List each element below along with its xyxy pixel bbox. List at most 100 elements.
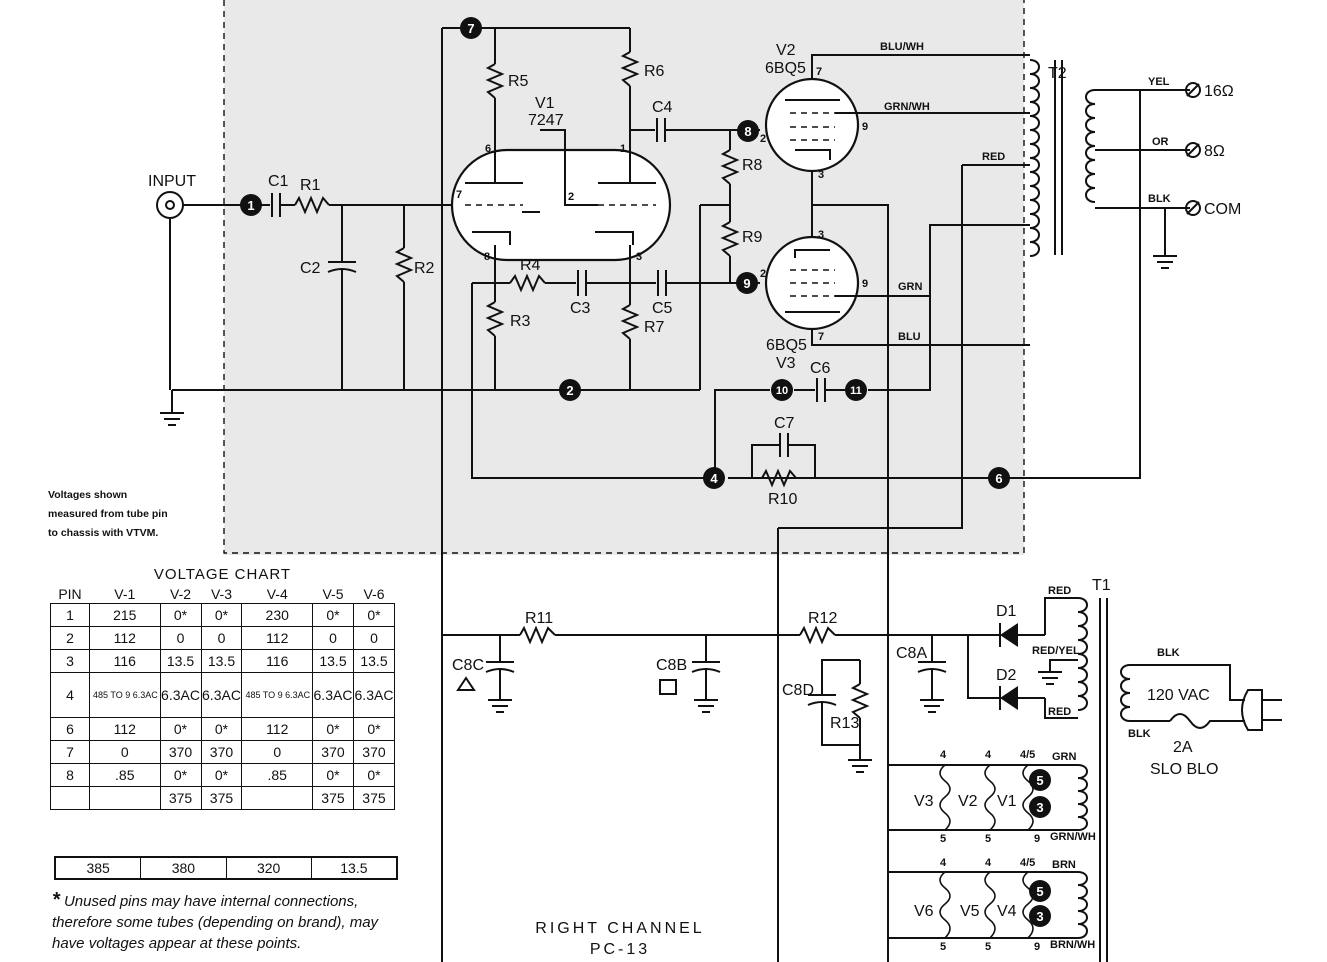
svg-text:D2: D2 bbox=[996, 667, 1017, 684]
diode-d2: D2 bbox=[996, 667, 1045, 710]
pin-cell: 2 bbox=[50, 626, 90, 650]
pin-cell: 7 bbox=[50, 740, 90, 764]
svg-text:7: 7 bbox=[467, 21, 474, 36]
voltage-cell bbox=[89, 786, 161, 810]
capacitor-c8b: C8B bbox=[656, 635, 721, 700]
voltage-cell: 0* bbox=[159, 603, 202, 627]
capacitor-c2: C2 bbox=[300, 205, 357, 390]
node-4: 4 bbox=[703, 467, 725, 489]
svg-text:4: 4 bbox=[710, 471, 718, 486]
capacitor-c7: C7 bbox=[751, 415, 816, 478]
ground-symbol bbox=[488, 699, 944, 773]
svg-text:C2: C2 bbox=[300, 260, 321, 277]
voltage-cell: 375 bbox=[159, 786, 202, 810]
voltage-cell: 0* bbox=[312, 717, 354, 741]
ac-plug-icon bbox=[1241, 689, 1282, 731]
svg-text:5: 5 bbox=[940, 941, 946, 953]
svg-text:R2: R2 bbox=[414, 260, 435, 277]
svg-text:V3: V3 bbox=[914, 793, 934, 810]
svg-text:YEL: YEL bbox=[1148, 76, 1170, 88]
svg-text:5: 5 bbox=[985, 941, 991, 953]
ground-symbol bbox=[1038, 671, 1062, 685]
capacitor-c8c: C8C bbox=[452, 635, 515, 700]
input-label: INPUT bbox=[148, 173, 196, 190]
svg-text:9: 9 bbox=[1034, 941, 1040, 953]
voltage-chart: VOLTAGE CHART PIN V-1 V-2 V-3 V-4 V-5 V-… bbox=[50, 566, 396, 810]
output-8-ohm-terminal: 8Ω bbox=[1185, 142, 1225, 160]
voltage-cell: 13.5 bbox=[312, 649, 354, 673]
voltage-summary-row: 385 380 320 13.5 bbox=[54, 856, 398, 880]
svg-text:9: 9 bbox=[862, 278, 868, 290]
svg-text:OR: OR bbox=[1152, 136, 1169, 148]
resistor-r8: R8 bbox=[720, 130, 763, 185]
summary-cell: 320 bbox=[227, 858, 312, 878]
svg-text:R5: R5 bbox=[508, 73, 529, 90]
svg-text:R1: R1 bbox=[300, 177, 321, 194]
voltage-cell: 0 bbox=[312, 626, 354, 650]
svg-text:3: 3 bbox=[818, 229, 824, 241]
svg-text:BLU/WH: BLU/WH bbox=[880, 41, 924, 53]
svg-text:11: 11 bbox=[850, 385, 862, 397]
voltage-cell: .85 bbox=[241, 763, 313, 787]
svg-text:GRN/WH: GRN/WH bbox=[1050, 831, 1096, 843]
svg-text:RED: RED bbox=[1048, 706, 1071, 718]
svg-text:8: 8 bbox=[484, 251, 490, 263]
svg-text:3: 3 bbox=[1036, 909, 1043, 924]
svg-text:RED: RED bbox=[1048, 585, 1071, 597]
svg-text:V1: V1 bbox=[535, 95, 555, 112]
output-16-ohm-terminal: 16Ω bbox=[1185, 82, 1234, 100]
input-jack: INPUT bbox=[148, 173, 250, 390]
voltage-cell: 0* bbox=[352, 717, 396, 741]
resistor-r5: R5 bbox=[485, 28, 529, 150]
pin-cell: 8 bbox=[50, 763, 90, 787]
voltage-cell: 0* bbox=[312, 763, 354, 787]
svg-text:C7: C7 bbox=[774, 415, 795, 432]
svg-text:2: 2 bbox=[568, 191, 574, 203]
voltage-cell: 0 bbox=[200, 626, 243, 650]
voltage-cell: 112 bbox=[89, 717, 161, 741]
capacitor-c8a: C8A bbox=[896, 635, 947, 700]
svg-text:V2: V2 bbox=[776, 42, 796, 59]
svg-text:BLK: BLK bbox=[1128, 728, 1151, 740]
svg-text:GRN: GRN bbox=[898, 281, 923, 293]
svg-text:V5: V5 bbox=[960, 903, 980, 920]
pc-board-outline bbox=[223, 0, 1025, 554]
svg-text:5: 5 bbox=[1036, 884, 1043, 899]
voltage-chart-title: VOLTAGE CHART bbox=[153, 566, 292, 583]
svg-text:BLK: BLK bbox=[1148, 193, 1171, 205]
node-8: 8 bbox=[737, 120, 759, 142]
svg-text:R10: R10 bbox=[768, 491, 797, 508]
voltage-cell bbox=[241, 786, 313, 810]
voltage-cell: 0* bbox=[352, 763, 396, 787]
svg-text:C5: C5 bbox=[652, 300, 673, 317]
svg-text:3: 3 bbox=[818, 169, 824, 181]
voltage-chart-header: PIN V-1 V-2 V-3 V-4 V-5 V-6 bbox=[58, 586, 385, 602]
transformer-t2: T2 bbox=[1029, 59, 1096, 257]
resistor-r9: R9 bbox=[720, 205, 763, 257]
node-5: 5 bbox=[1029, 769, 1051, 791]
pin-cell: 1 bbox=[50, 603, 90, 627]
voltage-cell: 13.5 bbox=[159, 649, 202, 673]
svg-text:BLK: BLK bbox=[1157, 647, 1180, 659]
capacitor-c1: C1 bbox=[268, 173, 289, 217]
resistor-r10: R10 bbox=[761, 468, 797, 508]
resistor-r13: R13 bbox=[830, 660, 870, 760]
heater-string-2: V6 V5 V4 4 4 4/5 BRN 5 5 9 BRN/WH bbox=[888, 857, 1095, 953]
svg-text:8Ω: 8Ω bbox=[1204, 143, 1225, 160]
svg-text:R6: R6 bbox=[644, 63, 665, 80]
resistor-r4: R4 bbox=[509, 257, 546, 293]
footnote: * Unused pins may have internal connecti… bbox=[52, 890, 412, 954]
voltage-cell: 112 bbox=[241, 626, 313, 650]
svg-text:BRN/WH: BRN/WH bbox=[1050, 939, 1095, 951]
tube-v2: V2 6BQ5 7 2 9 3 bbox=[760, 42, 868, 181]
svg-text:16Ω: 16Ω bbox=[1204, 83, 1234, 100]
voltage-cell: 485 TO 9 6.3AC bbox=[89, 672, 161, 718]
svg-text:4: 4 bbox=[940, 749, 947, 761]
voltage-cell: 0 bbox=[241, 740, 313, 764]
